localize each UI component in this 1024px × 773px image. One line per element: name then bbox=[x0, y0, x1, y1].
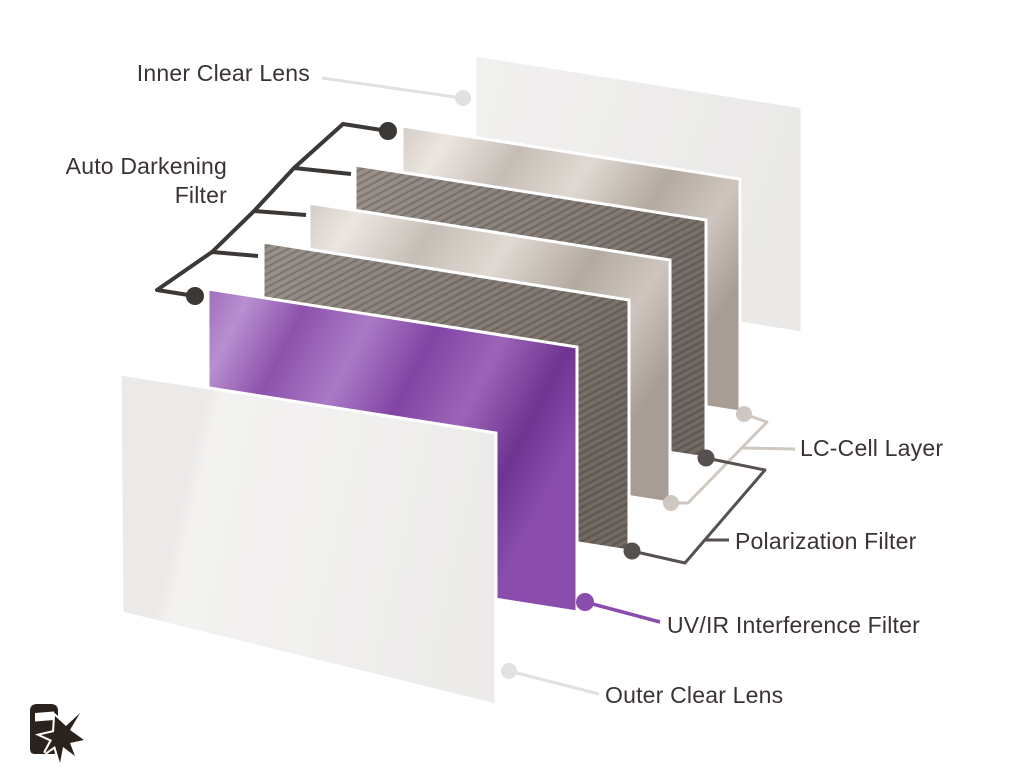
label-auto-darkening-line2: Filter bbox=[174, 182, 227, 208]
polarization-connector bbox=[623, 449, 767, 565]
welding-helmet-spark-icon bbox=[30, 704, 89, 764]
label-uv-ir-interference-filter: UV/IR Interference Filter bbox=[667, 612, 920, 638]
outer-lens-connector bbox=[501, 663, 600, 696]
lc-cell-dot-front bbox=[663, 495, 679, 511]
uvir-dot bbox=[576, 593, 594, 611]
label-outer-clear-lens: Outer Clear Lens bbox=[605, 682, 784, 708]
label-auto-darkening-filter: Auto Darkening Filter bbox=[66, 152, 227, 210]
polarization-dot-front bbox=[623, 542, 641, 560]
label-auto-darkening-line1: Auto Darkening bbox=[65, 153, 227, 179]
polarization-dot-rear bbox=[697, 449, 715, 467]
label-inner-clear-lens: Inner Clear Lens bbox=[136, 60, 310, 86]
adf-bracket-top-dot bbox=[379, 122, 397, 140]
label-lc-cell-layer: LC-Cell Layer bbox=[800, 435, 944, 461]
inner-lens-dot bbox=[455, 90, 471, 106]
label-polarization-filter: Polarization Filter bbox=[735, 528, 917, 554]
adf-bracket bbox=[155, 122, 397, 305]
layer-sheet-outer-clear-lens bbox=[118, 372, 498, 707]
helmet-visor-slot bbox=[35, 711, 54, 722]
adf-bracket-bottom-dot bbox=[186, 287, 204, 305]
outer-lens-dot bbox=[501, 663, 517, 679]
lc-cell-dot-rear bbox=[736, 406, 752, 422]
uvir-connector bbox=[576, 593, 661, 624]
inner-lens-connector bbox=[321, 76, 471, 106]
spark-burst bbox=[34, 711, 89, 764]
